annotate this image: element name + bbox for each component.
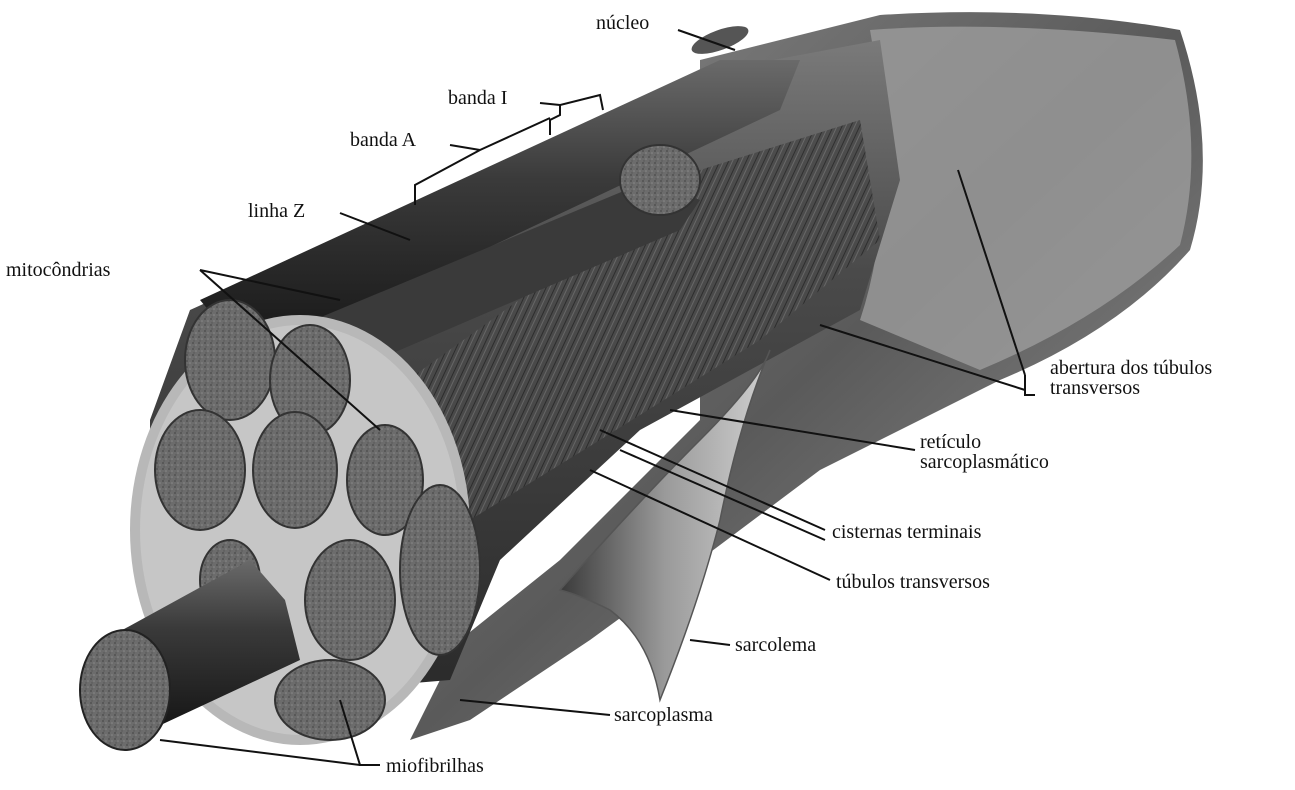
abertura-tick (1025, 375, 1035, 395)
label-banda-i: banda I (448, 88, 507, 108)
label-nucleo: núcleo (596, 13, 649, 33)
label-miofibrilhas: miofibrilhas (386, 756, 484, 776)
label-abertura: abertura dos túbulos transversos (1050, 358, 1212, 399)
banda-i-leader (540, 103, 560, 105)
label-cisternas: cisternas terminais (832, 522, 981, 542)
label-sarcoplasma: sarcoplasma (614, 705, 713, 725)
sheath-face (860, 27, 1191, 370)
sarcolema-leader (690, 640, 730, 645)
label-reticulo: retículo sarcoplasmático (920, 432, 1049, 473)
label-abertura-line2: transversos (1050, 378, 1212, 398)
label-reticulo-line2: sarcoplasmático (920, 452, 1049, 472)
banda-a-leader (450, 145, 480, 150)
label-tubulos: túbulos transversos (836, 572, 990, 592)
label-sarcolema: sarcolema (735, 635, 816, 655)
label-abertura-line1: abertura dos túbulos (1050, 358, 1212, 378)
label-banda-a: banda A (350, 130, 416, 150)
label-reticulo-line1: retículo (920, 432, 1049, 452)
miofibrilhas-leader-1 (160, 740, 360, 765)
label-mitocondrias: mitocôndrias (6, 260, 110, 280)
label-linha-z: linha Z (248, 201, 305, 221)
